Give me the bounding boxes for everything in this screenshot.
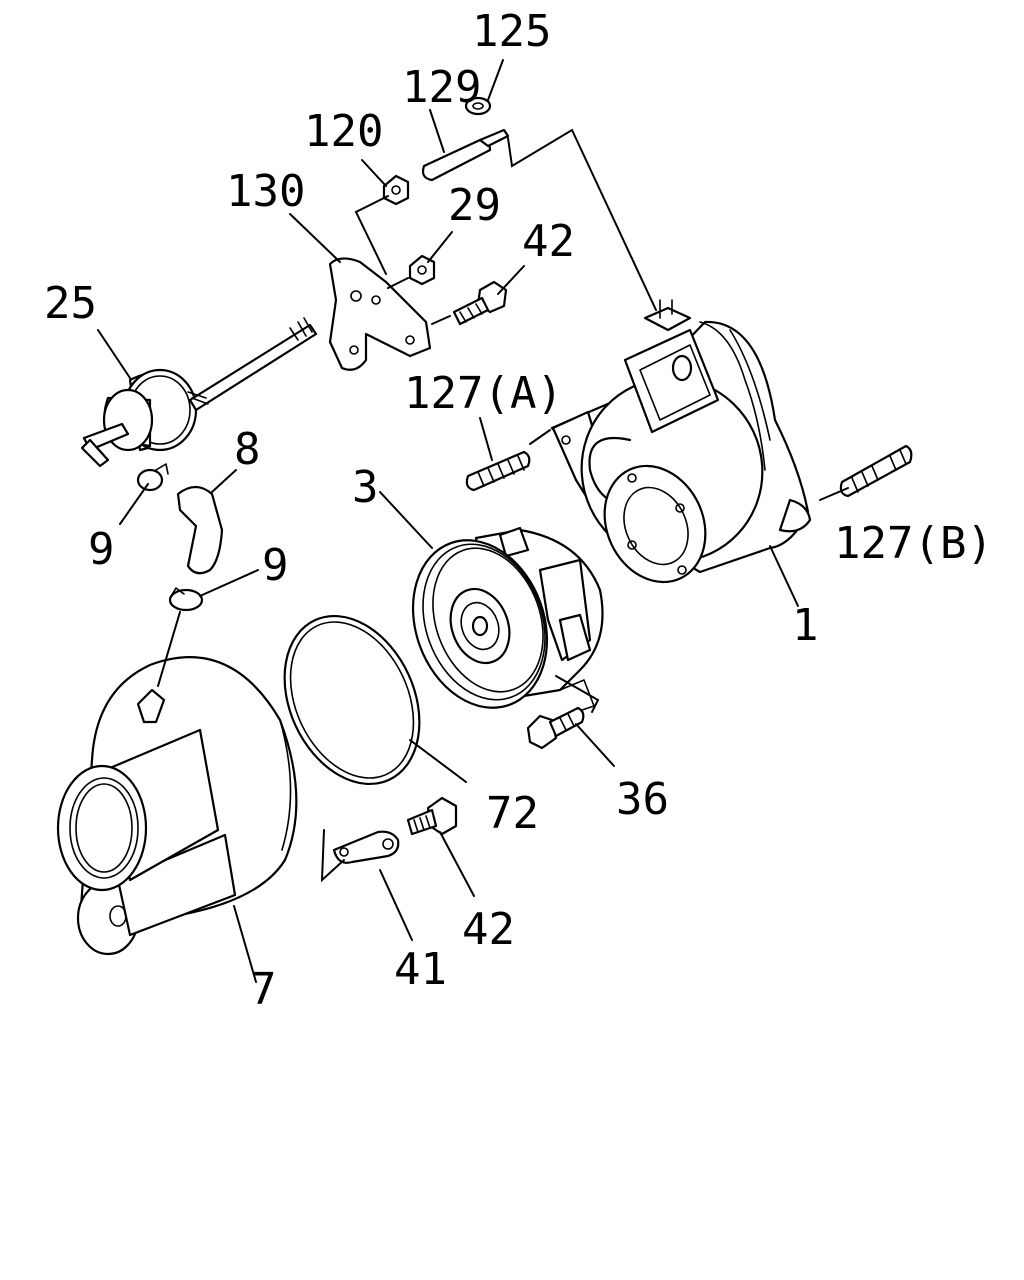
callout-labels: 125 129 120 130 29 42 25 127(A) 8 3 9 9 … <box>44 6 993 1015</box>
callout-9-upper: 9 <box>88 524 115 575</box>
turbine-housing-part-1 <box>550 299 812 584</box>
o-ring-part-72 <box>283 614 421 786</box>
callout-1: 1 <box>792 600 819 651</box>
washer-part-125 <box>464 96 492 116</box>
actuator-part-25 <box>80 317 318 468</box>
callout-8: 8 <box>234 424 261 475</box>
bracket-part-41 <box>332 830 400 864</box>
callout-130: 130 <box>226 166 305 217</box>
callout-127a: 127(A) <box>404 368 563 419</box>
clamp-part-9-upper <box>136 463 169 492</box>
callout-129: 129 <box>402 62 481 113</box>
callout-120: 120 <box>304 106 383 157</box>
bolt-part-36 <box>526 706 585 750</box>
callout-42-lower: 42 <box>462 904 515 955</box>
bracket-part-130 <box>328 257 432 371</box>
nut-part-120 <box>382 174 410 206</box>
bolt-part-42-upper <box>452 280 508 326</box>
center-cartridge-part-3 <box>411 526 604 715</box>
stud-part-127b <box>839 444 913 498</box>
callout-72: 72 <box>486 788 539 839</box>
callout-125: 125 <box>472 6 551 57</box>
callout-25: 25 <box>44 278 97 329</box>
pin-part-129 <box>421 128 510 182</box>
callout-29: 29 <box>448 180 501 231</box>
callout-3: 3 <box>352 462 379 513</box>
callout-7: 7 <box>250 964 277 1015</box>
hose-part-8 <box>176 485 224 575</box>
callout-41: 41 <box>394 944 447 995</box>
bolt-part-42-lower <box>406 796 458 836</box>
stud-part-127a <box>465 450 531 492</box>
callout-42-upper: 42 <box>522 216 575 267</box>
callout-36: 36 <box>616 774 669 825</box>
compressor-housing-part-7 <box>56 656 298 956</box>
leader-lines <box>97 59 849 983</box>
callout-9-lower: 9 <box>262 540 289 591</box>
callout-127b: 127(B) <box>834 518 993 569</box>
clamp-part-9-lower <box>168 587 204 612</box>
